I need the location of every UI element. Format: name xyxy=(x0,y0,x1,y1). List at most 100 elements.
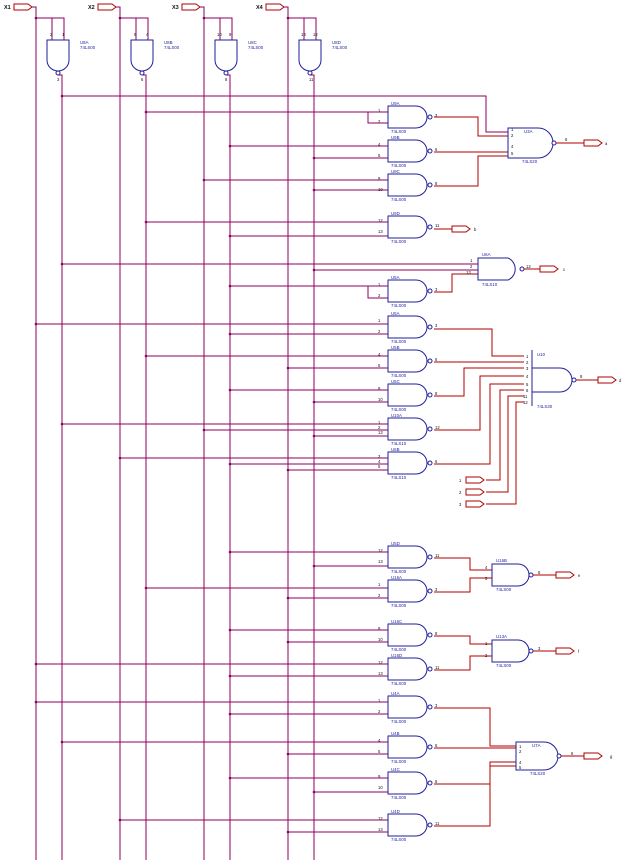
gate-ref: U9D xyxy=(391,211,400,216)
gate-part: 74LS10 xyxy=(391,441,407,446)
gate-part: 74LS00 xyxy=(80,45,96,50)
pin-label: 11 xyxy=(523,394,528,399)
gate-part: 74LS00 xyxy=(391,303,407,308)
output-label: d xyxy=(619,378,622,383)
gate-ref: U9C xyxy=(391,169,400,174)
pin-label: 5 xyxy=(378,153,381,158)
gate-part: 74LS00 xyxy=(391,339,407,344)
output-b[interactable]: b xyxy=(434,225,477,233)
pin-label: 8 xyxy=(225,77,228,82)
input-wiring xyxy=(34,94,508,834)
pin-label: 9 xyxy=(378,626,381,631)
pin-label: 4 xyxy=(519,760,522,765)
gate-ref: U16A xyxy=(391,575,402,580)
extra-input-ports[interactable]: 1 2 3 xyxy=(459,476,485,508)
output-label: g xyxy=(610,754,613,759)
gate-part: 74LS00 xyxy=(391,795,407,800)
pin-label: 12 xyxy=(523,400,528,405)
pin-label: 2 xyxy=(485,653,488,658)
inverter-u8b[interactable]: 5 4 6 U8B 74LS00 xyxy=(130,32,180,82)
output-gate-u3a[interactable]: 1 2 4 5 6 U3A 74LS20 a xyxy=(507,127,608,164)
input-label: X4 xyxy=(256,5,264,11)
input-label: X2 xyxy=(88,5,95,11)
input-label: 2 xyxy=(459,490,462,495)
pin-label: 6 xyxy=(435,459,438,464)
pin-label: 6 xyxy=(571,751,574,756)
pin-label: 4 xyxy=(378,738,381,743)
pin-label: 11 xyxy=(435,665,440,670)
pin-label: 5 xyxy=(378,749,381,754)
gate-part: 74LS20 xyxy=(522,159,538,164)
pin-label: 1 xyxy=(378,698,381,703)
pin-label: 3 xyxy=(378,454,381,459)
gate-part: 74LS30 xyxy=(537,404,553,409)
gate-ref: U10 xyxy=(537,352,546,357)
inverter-u8c[interactable]: 10 9 8 U8C 74LS00 xyxy=(214,32,264,82)
pin-label: 1 xyxy=(485,641,488,646)
gate-ref: U16C xyxy=(391,619,402,624)
input-label: X1 xyxy=(4,5,11,11)
input-port-x2[interactable]: X2 xyxy=(88,3,117,11)
gate-ref: U4A xyxy=(391,691,400,696)
gate-output-wiring xyxy=(434,116,524,827)
pin-label: 10 xyxy=(217,32,222,37)
input-label: 3 xyxy=(459,502,462,507)
pin-label: 1 xyxy=(378,582,381,587)
pin-label: 12 xyxy=(378,660,383,665)
pin-label: 5 xyxy=(485,576,488,581)
output-gate-u13a[interactable]: 1 2 3 U13A 74LS00 f xyxy=(485,634,580,668)
pin-label: 1 xyxy=(519,744,522,749)
gate-part: 74LS00 xyxy=(391,373,407,378)
output-gate-u16b[interactable]: 4 5 6 U16B 74LS00 e xyxy=(485,558,581,592)
input-label: 1 xyxy=(459,478,462,483)
output-gate-u7a[interactable]: 1 2 4 5 6 U7A 74LS20 g xyxy=(515,741,613,776)
gate-ref: U5A xyxy=(391,311,400,316)
pin-label: 2 xyxy=(378,329,381,334)
gate-ref: U13A xyxy=(496,634,507,639)
pin-label: 4 xyxy=(526,374,529,379)
gate-part: 74LS00 xyxy=(332,45,348,50)
gate-part: 74LS00 xyxy=(391,759,407,764)
pin-label: 1 xyxy=(378,108,381,113)
pin-label: 3 xyxy=(435,287,438,292)
output-label: a xyxy=(605,141,608,146)
input-port-x1[interactable]: X1 xyxy=(4,3,33,11)
input-port-x4[interactable]: X4 xyxy=(256,3,285,11)
pin-label: 12 xyxy=(378,548,383,553)
gate-ref: U10A xyxy=(391,413,402,418)
input-port-x3[interactable]: X3 xyxy=(172,3,201,11)
gate-part: 74LS00 xyxy=(391,569,407,574)
pin-label: 13 xyxy=(378,559,383,564)
pin-label: 4 xyxy=(511,144,514,149)
gate-part: 74LS00 xyxy=(248,45,264,50)
inverter-u8a[interactable]: 2 1 3 U8A 74LS00 xyxy=(46,32,96,82)
gate-ref: U8D xyxy=(332,40,341,45)
pin-label: 2 xyxy=(378,709,381,714)
gate-ref: U4C xyxy=(391,767,400,772)
pin-label: 6 xyxy=(141,77,144,82)
pin-label: 3 xyxy=(538,646,541,651)
inverter-u8d[interactable]: 13 12 11 U8D 74LS00 xyxy=(298,32,348,82)
output-gate-u6a[interactable]: 1 2 13 12 U6A 74LS10 c xyxy=(466,252,565,287)
output-gate-u10[interactable]: 1 2 3 4 5 6 11 12 8 U10 74LS30 d xyxy=(523,350,622,409)
gate-part: 74LS00 xyxy=(391,603,407,608)
pin-label: 2 xyxy=(470,264,473,269)
